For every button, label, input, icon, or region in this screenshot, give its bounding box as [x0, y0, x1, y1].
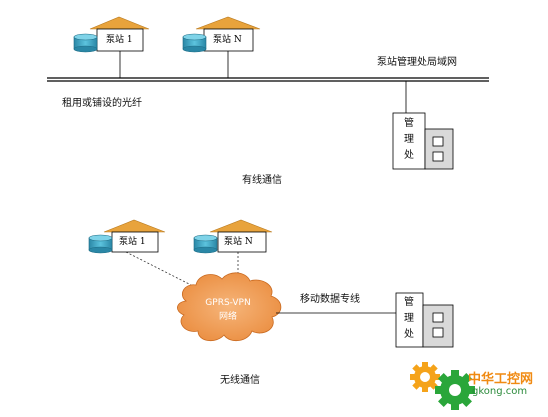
wireless-station-n [193, 219, 273, 254]
wired-office-char-3: 处 [404, 150, 414, 161]
wireless-caption: 无线通信 [220, 375, 260, 386]
wireless-office-char-3: 处 [404, 329, 414, 340]
wired-management-office [392, 81, 454, 170]
wired-station-1-label: 泵站 1 [106, 35, 133, 45]
watermark-title: 中华工控网 [468, 372, 534, 387]
wired-station-n [182, 16, 261, 78]
wired-office-char-1: 管 [404, 118, 414, 129]
wireless-station-1 [88, 219, 166, 254]
mobile-link-label: 移动数据专线 [300, 294, 360, 305]
wireless-station-1-label: 泵站 1 [119, 237, 146, 247]
fiber-backbone-line [47, 77, 489, 82]
gprs-vpn-cloud [177, 272, 282, 341]
fiber-label: 租用或铺设的光纤 [62, 98, 142, 109]
wireless-station-n-label: 泵站 N [224, 237, 253, 247]
gkong-logo [410, 362, 475, 410]
cloud-label-line-1: GPRS-VPN [205, 298, 251, 308]
wired-caption: 有线通信 [242, 175, 282, 186]
wireless-office-char-1: 管 [404, 297, 414, 308]
lan-label: 泵站管理处局域网 [377, 57, 457, 68]
cloud-label-line-2: 网络 [218, 312, 237, 322]
wired-station-1 [73, 16, 150, 78]
wireless-management-office [395, 292, 454, 348]
wired-office-char-2: 理 [404, 134, 414, 145]
wireless-dashed-link-1 [125, 251, 196, 288]
wireless-office-char-2: 理 [404, 313, 414, 324]
watermark-url: gkong.com [472, 386, 528, 397]
wired-station-n-label: 泵站 N [213, 35, 242, 45]
